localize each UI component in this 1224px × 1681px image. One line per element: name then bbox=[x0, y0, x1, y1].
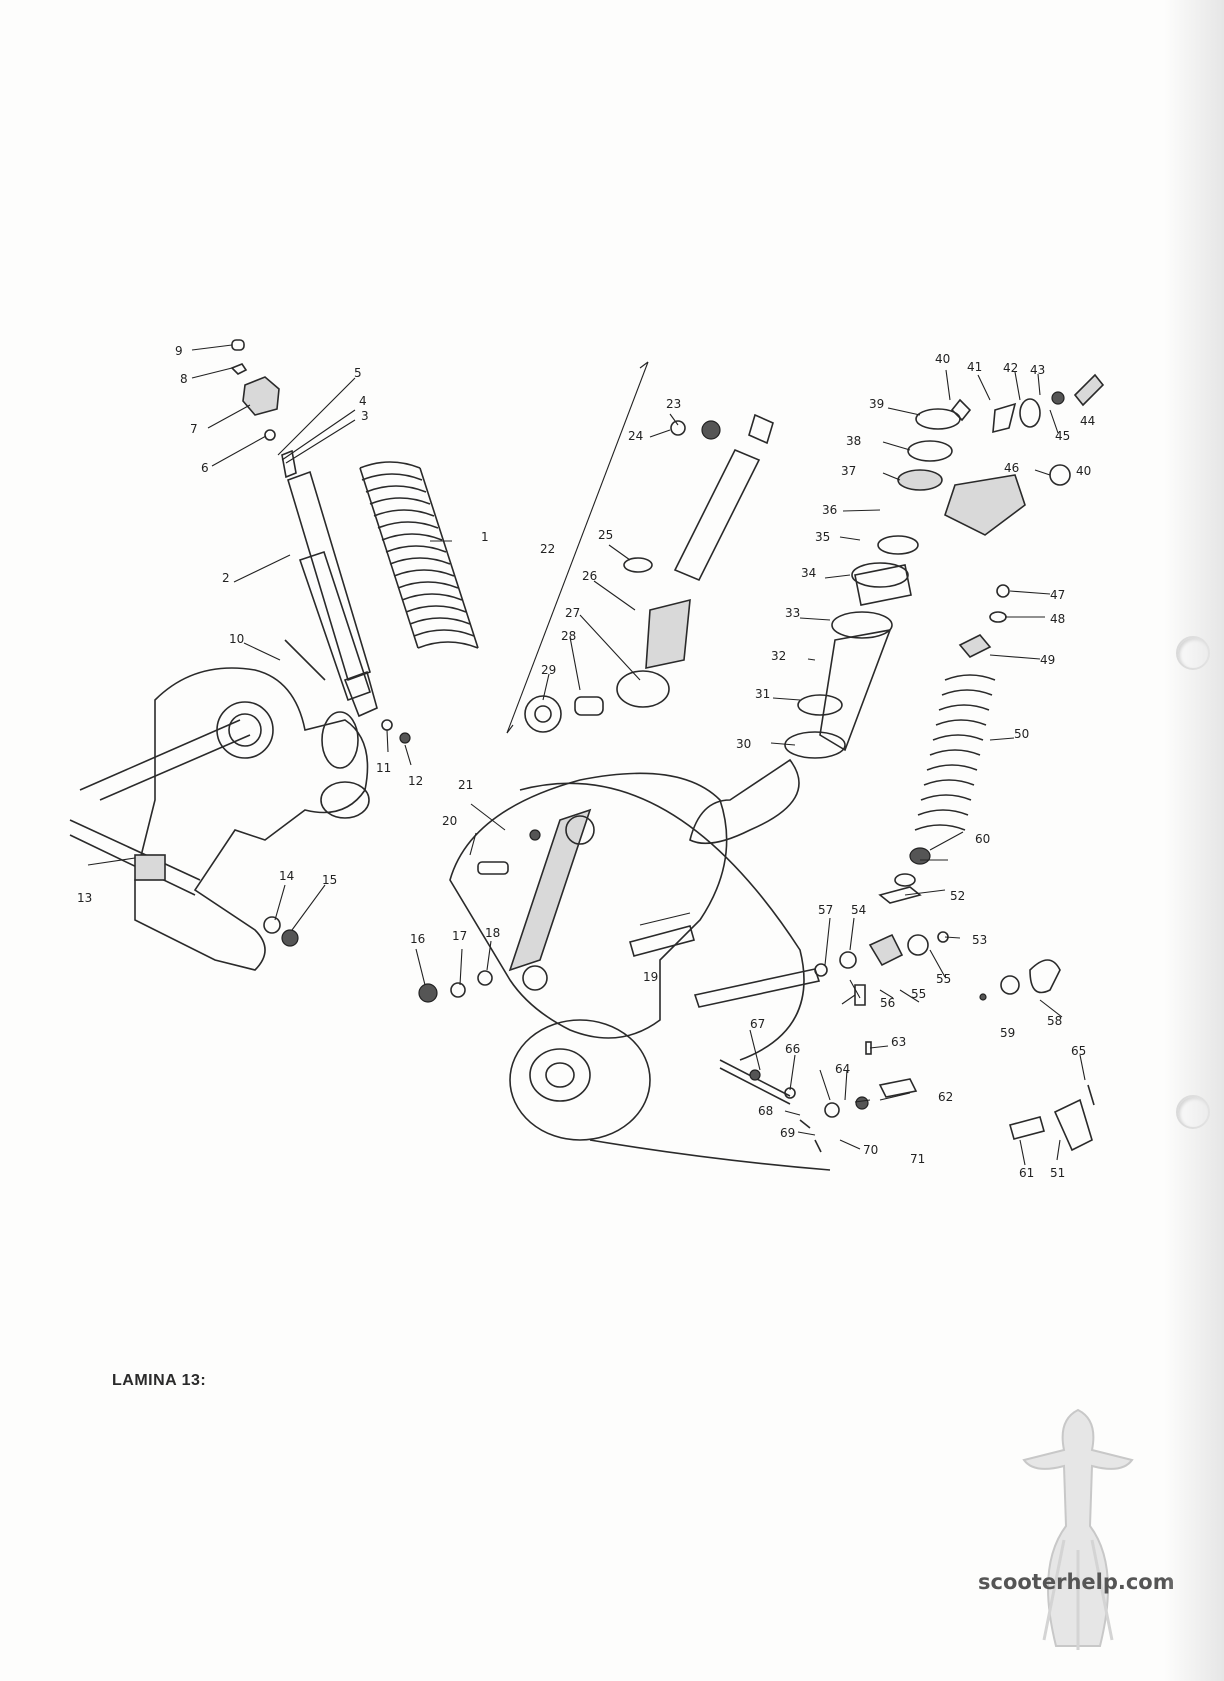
callout-label: 32 bbox=[771, 649, 786, 663]
callout-label: 27 bbox=[565, 606, 580, 620]
callout-label: 65 bbox=[1071, 1044, 1086, 1058]
callout-label: 40 bbox=[1076, 464, 1091, 478]
callout-label: 62 bbox=[938, 1090, 953, 1104]
callout-label: 37 bbox=[841, 464, 856, 478]
callout-label: 55 bbox=[936, 972, 951, 986]
callout-label: 69 bbox=[780, 1126, 795, 1140]
front-damper-group bbox=[506, 361, 774, 734]
callout-label: 24 bbox=[628, 429, 643, 443]
scooter-logo-icon bbox=[1022, 1408, 1134, 1650]
callout-label: 48 bbox=[1050, 612, 1065, 626]
engine-swing-arm bbox=[69, 639, 411, 971]
callout-label: 26 bbox=[582, 569, 597, 583]
callout-label: 19 bbox=[643, 970, 658, 984]
callout-label: 55 bbox=[911, 987, 926, 1001]
callout-label: 21 bbox=[458, 778, 473, 792]
callout-label: 70 bbox=[863, 1143, 878, 1157]
callout-label: 25 bbox=[598, 528, 613, 542]
rear-spring bbox=[359, 461, 479, 649]
callout-label: 44 bbox=[1080, 414, 1095, 428]
callout-label: 34 bbox=[801, 566, 816, 580]
callout-label: 7 bbox=[190, 422, 198, 436]
callout-label: 50 bbox=[1014, 727, 1029, 741]
watermark-text: scooterhelp.com bbox=[978, 1570, 1175, 1594]
callout-label: 63 bbox=[891, 1035, 906, 1049]
callout-label: 14 bbox=[279, 869, 294, 883]
callout-label: 58 bbox=[1047, 1014, 1062, 1028]
callout-label: 42 bbox=[1003, 361, 1018, 375]
callout-label: 11 bbox=[376, 761, 391, 775]
callout-label: 30 bbox=[736, 737, 751, 751]
callout-label: 10 bbox=[229, 632, 244, 646]
callout-label: 23 bbox=[666, 397, 681, 411]
callout-label: 49 bbox=[1040, 653, 1055, 667]
callout-label: 43 bbox=[1030, 363, 1045, 377]
callout-label: 38 bbox=[846, 434, 861, 448]
callout-label: 12 bbox=[408, 774, 423, 788]
callout-label: 56 bbox=[880, 996, 895, 1010]
brake-lever-group bbox=[719, 931, 1095, 1153]
front-fork-hub bbox=[418, 772, 831, 1171]
callout-label: 64 bbox=[835, 1062, 850, 1076]
punch-hole-bottom bbox=[1176, 1095, 1210, 1129]
callout-labels: 1 2 3 4 5 6 7 8 9 10 11 12 13 14 15 16 1… bbox=[77, 344, 1095, 1180]
callout-label: 36 bbox=[822, 503, 837, 517]
callout-label: 20 bbox=[442, 814, 457, 828]
callout-label: 28 bbox=[561, 629, 576, 643]
callout-leaders bbox=[87, 344, 1086, 1166]
callout-label: 57 bbox=[818, 903, 833, 917]
callout-label: 59 bbox=[1000, 1026, 1015, 1040]
callout-label: 54 bbox=[851, 903, 866, 917]
callout-label: 8 bbox=[180, 372, 188, 386]
callout-label: 46 bbox=[1004, 461, 1019, 475]
callout-label: 15 bbox=[322, 873, 337, 887]
callout-label: 52 bbox=[950, 889, 965, 903]
callout-label: 71 bbox=[910, 1152, 925, 1166]
callout-label: 41 bbox=[967, 360, 982, 374]
plate-label: LAMINA 13: bbox=[112, 1372, 207, 1389]
callout-label: 9 bbox=[175, 344, 183, 358]
callout-label: 4 bbox=[359, 394, 367, 408]
rear-shock-absorber bbox=[230, 339, 378, 718]
callout-label: 60 bbox=[975, 832, 990, 846]
front-spring bbox=[878, 584, 1010, 904]
callout-label: 16 bbox=[410, 932, 425, 946]
callout-label: 45 bbox=[1055, 429, 1070, 443]
callout-label: 2 bbox=[222, 571, 230, 585]
callout-label: 22 bbox=[540, 542, 555, 556]
callout-label: 1 bbox=[481, 530, 489, 544]
callout-label: 13 bbox=[77, 891, 92, 905]
punch-hole-top bbox=[1176, 636, 1210, 670]
callout-label: 67 bbox=[750, 1017, 765, 1031]
callout-label: 33 bbox=[785, 606, 800, 620]
callout-label: 40 bbox=[935, 352, 950, 366]
callout-label: 3 bbox=[361, 409, 369, 423]
callout-label: 66 bbox=[785, 1042, 800, 1056]
callout-label: 18 bbox=[485, 926, 500, 940]
callout-label: 5 bbox=[354, 366, 362, 380]
callout-label: 31 bbox=[755, 687, 770, 701]
callout-label: 47 bbox=[1050, 588, 1065, 602]
callout-label: 68 bbox=[758, 1104, 773, 1118]
callout-label: 29 bbox=[541, 663, 556, 677]
callout-label: 61 bbox=[1019, 1166, 1034, 1180]
callout-label: 17 bbox=[452, 929, 467, 943]
callout-label: 6 bbox=[201, 461, 209, 475]
steering-column bbox=[689, 373, 1105, 845]
callout-label: 35 bbox=[815, 530, 830, 544]
callout-label: 51 bbox=[1050, 1166, 1065, 1180]
callout-label: 39 bbox=[869, 397, 884, 411]
callout-label: 53 bbox=[972, 933, 987, 947]
